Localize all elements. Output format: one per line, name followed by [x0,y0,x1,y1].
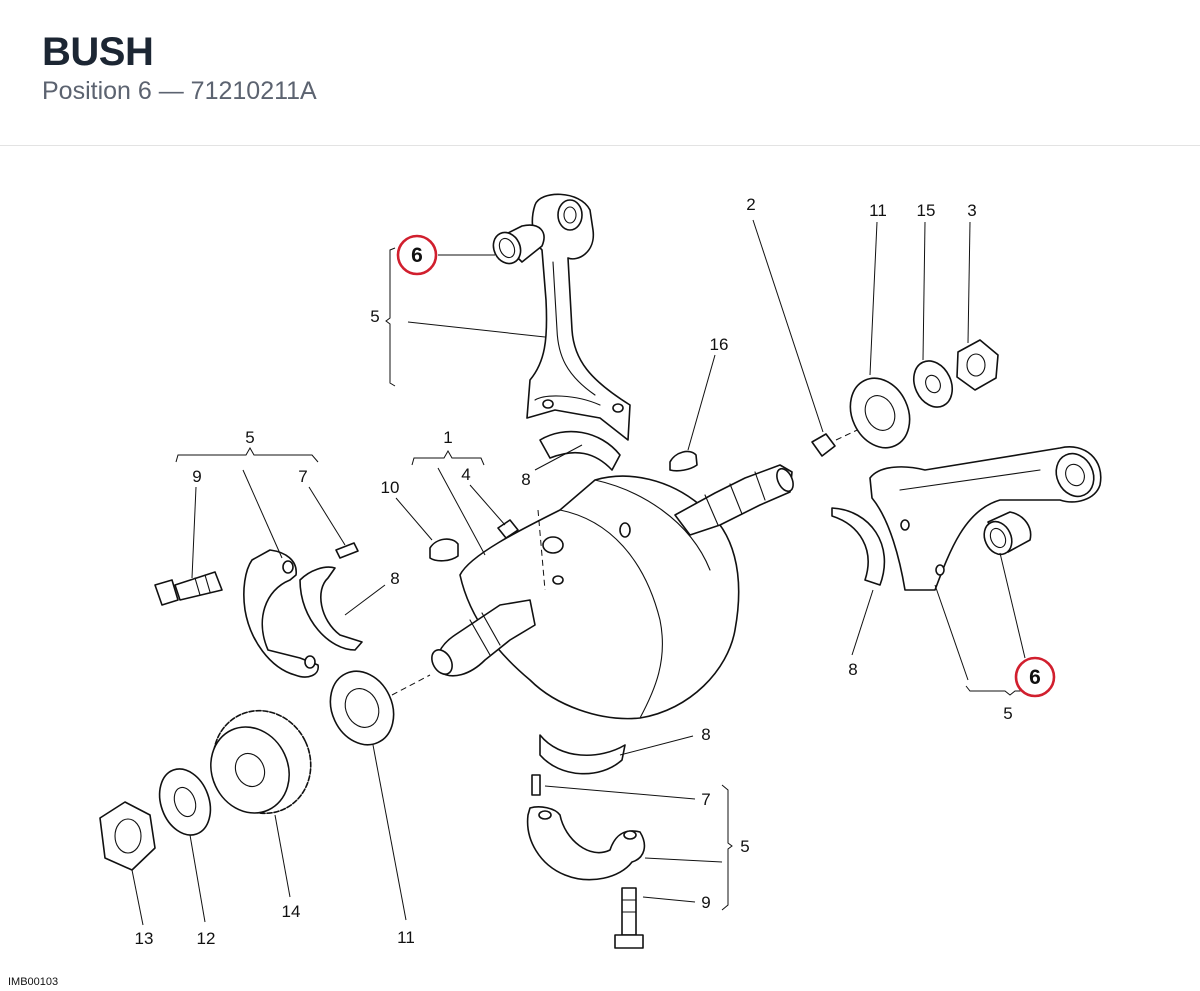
nut-3 [956,339,999,391]
callout-7-left: 7 [298,467,307,486]
callout-4: 4 [461,465,470,484]
callout-13: 13 [135,929,154,948]
washer-11-right [849,377,911,449]
callout-1: 1 [443,428,452,447]
callout-5-right: 5 [1003,704,1012,723]
connecting-rod-right [869,446,1102,591]
callout-8-left: 8 [390,569,399,588]
highlight-label-upper: 6 [411,244,423,267]
callout-3: 3 [967,201,976,220]
bearing-shell-left [299,566,363,651]
washer-12 [158,768,212,836]
callout-5-left: 5 [245,428,254,447]
bush-upper [492,224,545,265]
highlight-label-lower: 6 [1029,666,1041,689]
highlight-marker-upper[interactable]: 6 [396,234,438,276]
callout-2: 2 [746,195,755,214]
callout-11-top: 11 [869,201,887,220]
washer-15 [912,360,954,408]
gear-14 [210,709,312,815]
bolt-9-left [154,571,223,606]
callout-14: 14 [282,902,301,921]
image-code: IMB00103 [8,976,59,988]
callout-5-top: 5 [370,307,379,326]
callout-5-bottom: 5 [740,837,749,856]
crankshaft [431,464,794,720]
bearing-shell-upper [539,430,621,471]
page-subtitle: Position 6 — 71210211A [42,77,317,105]
grub-screw-4 [497,519,519,539]
callout-7-bottom: 7 [701,790,710,809]
nut-13 [99,801,156,871]
key-10 [429,538,459,562]
rod-cap-left [243,549,319,678]
callout-12: 12 [197,929,216,948]
callout-9-left: 9 [192,467,201,486]
callout-15: 15 [917,201,936,220]
page-title: BUSH [42,30,154,74]
bolt-9-bottom [614,887,644,949]
callout-16: 16 [710,335,729,354]
leader-lines [131,219,1026,926]
pin-7-left [335,542,359,559]
callout-9-bottom: 9 [701,893,710,912]
header: BUSH Position 6 — 71210211A [0,0,1200,146]
connecting-rod-upper [526,193,631,441]
callout-8-bottom: 8 [701,725,710,744]
bush-right [983,511,1032,556]
bearing-shell-right [831,507,886,586]
grub-screw-2 [811,424,869,457]
rod-cap-bottom [526,806,646,881]
callout-8-top: 8 [521,470,530,489]
callout-8-right: 8 [848,660,857,679]
bearing-shell-bottom [539,734,626,775]
washer-11-left [329,670,395,746]
pin-7-bottom [531,774,541,796]
callout-10: 10 [381,478,400,497]
callout-11-bottom: 11 [397,928,415,947]
highlight-marker-lower[interactable]: 6 [1014,656,1056,698]
key-16 [669,450,698,472]
